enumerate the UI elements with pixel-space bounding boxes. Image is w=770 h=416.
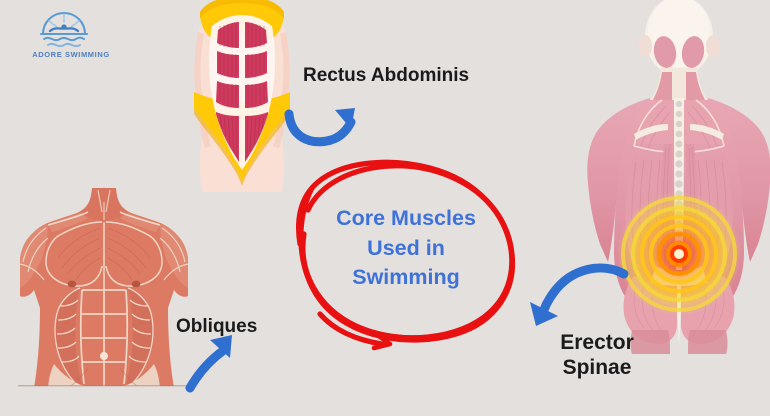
lower-back-pain-indicator: [617, 192, 741, 316]
arrow-to-obliques: [180, 330, 260, 396]
hand-drawn-red-circle: [295, 159, 516, 351]
label-obliques: Obliques: [176, 316, 258, 337]
illustration-female-torso-rectus-abdominis: [178, 0, 306, 192]
center-title: Core Muscles Used in Swimming: [336, 206, 476, 290]
arrow-to-erector-spinae: [528, 248, 634, 332]
illustration-male-torso-obliques: [18, 188, 190, 392]
illustration-back-torso-erector-spinae: [586, 0, 770, 354]
swimmer-sun-waves-icon: [39, 11, 89, 48]
arrow-to-rectus-abdominis: [283, 92, 367, 154]
center-callout: Core Muscles Used in Swimming: [290, 148, 522, 352]
brand-name: ADORE SWIMMING: [32, 50, 110, 59]
label-erector-spinae: Erector Spinae: [560, 331, 634, 379]
brand-logo: ADORE SWIMMING: [8, 6, 118, 62]
label-rectus-abdominis: Rectus Abdominis: [303, 65, 470, 86]
